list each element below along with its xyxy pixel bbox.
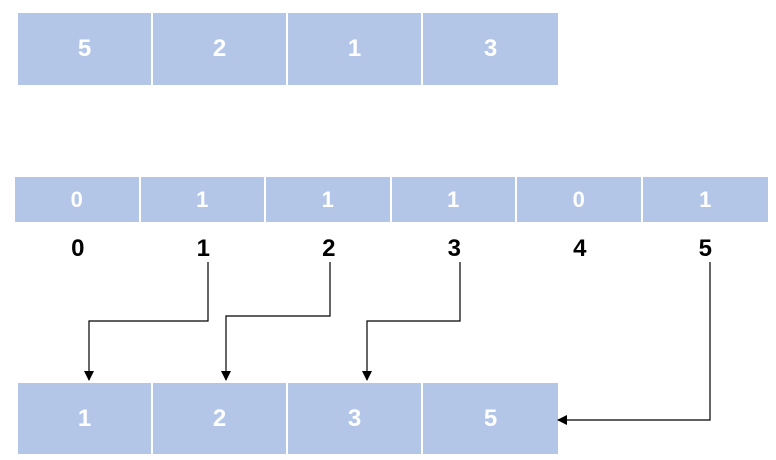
input-cell: 1 xyxy=(288,13,423,85)
count-cell: 0 xyxy=(517,177,643,222)
arrow-index-1-to-output-1 xyxy=(84,262,209,381)
input-cell: 3 xyxy=(423,13,558,85)
arrow-index-5-to-output-5 xyxy=(557,262,711,425)
count-cell: 1 xyxy=(266,177,392,222)
count-cell: 1 xyxy=(642,177,768,222)
input-cell: 5 xyxy=(18,13,153,85)
index-label: 5 xyxy=(698,235,712,262)
count-cell: 1 xyxy=(391,177,517,222)
output-array: 1 2 3 5 xyxy=(18,383,558,454)
input-array: 5 2 1 3 xyxy=(18,13,558,85)
output-cell: 1 xyxy=(18,383,153,454)
arrow-index-3-to-output-3 xyxy=(362,262,461,381)
index-label: 4 xyxy=(573,235,587,262)
output-cell: 3 xyxy=(288,383,423,454)
arrow-index-2-to-output-2 xyxy=(221,262,331,381)
output-cell: 5 xyxy=(423,383,558,454)
input-cell: 2 xyxy=(153,13,288,85)
index-label: 2 xyxy=(322,235,336,262)
index-label: 1 xyxy=(196,235,210,262)
index-label: 3 xyxy=(447,235,461,262)
count-array: 0 1 1 1 0 1 xyxy=(15,177,768,222)
count-cell: 1 xyxy=(140,177,266,222)
output-cell: 2 xyxy=(153,383,288,454)
index-label: 0 xyxy=(71,235,85,262)
count-cell: 0 xyxy=(15,177,141,222)
count-index-labels: 0 1 2 3 4 5 xyxy=(15,232,768,266)
